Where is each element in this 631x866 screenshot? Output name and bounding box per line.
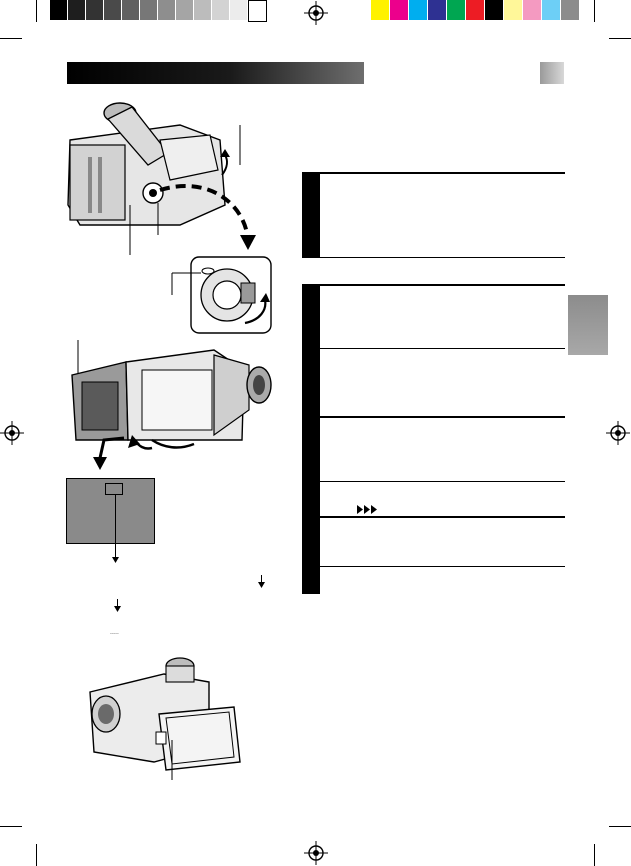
camcorder-lcd-open-illustration xyxy=(71,340,272,470)
color-swatch xyxy=(409,0,427,20)
rule-divider-1 xyxy=(320,348,565,349)
color-swatch xyxy=(523,0,541,20)
color-swatch xyxy=(194,0,211,20)
pointer-line-2 xyxy=(117,599,118,607)
crop-mark-top-left-h xyxy=(0,38,22,39)
color-swatch xyxy=(428,0,446,20)
crop-mark-bottom-right-v xyxy=(594,844,595,866)
crop-mark-top-left-v xyxy=(36,0,37,22)
step-block-1 xyxy=(302,172,320,258)
crop-mark-bottom-right-h xyxy=(609,826,631,827)
color-swatch xyxy=(176,0,193,20)
color-swatch xyxy=(68,0,85,20)
section-header-bar xyxy=(67,62,364,84)
registration-mark-icon xyxy=(606,421,630,445)
chapter-side-tab xyxy=(568,295,608,355)
color-swatch xyxy=(86,0,103,20)
lcd-caption-tiny: ~~~~~ xyxy=(110,631,119,635)
crop-mark-bottom-left-h xyxy=(0,826,22,827)
crop-mark-top-right-h xyxy=(609,38,631,39)
pointer-line-3 xyxy=(261,575,262,583)
triple-forward-arrow-icon xyxy=(357,505,377,514)
rule-divider-5 xyxy=(320,566,565,567)
header-corner-box xyxy=(540,62,564,84)
color-calibration-strip xyxy=(371,0,581,20)
color-swatch xyxy=(50,0,67,20)
color-swatch xyxy=(466,0,484,20)
color-swatch xyxy=(390,0,408,20)
color-swatch xyxy=(561,0,579,20)
rule-step2-top xyxy=(320,284,565,286)
registration-mark-icon xyxy=(0,421,24,445)
crop-mark-bottom-left-v xyxy=(36,844,37,866)
grayscale-calibration-strip xyxy=(50,0,267,22)
step-block-2 xyxy=(302,284,320,594)
color-swatch xyxy=(122,0,139,20)
camcorder-front-illustration xyxy=(89,657,241,780)
lcd-screen-display xyxy=(66,478,155,544)
registration-mark-icon xyxy=(304,841,328,865)
color-swatch xyxy=(230,0,247,20)
camcorder-viewfinder-illustration xyxy=(67,102,272,334)
lcd-pointer-line xyxy=(115,494,116,560)
registration-mark-icon xyxy=(304,1,328,25)
small-down-arrow-icon xyxy=(258,582,265,588)
color-swatch xyxy=(371,0,389,20)
color-swatch xyxy=(248,0,267,22)
color-swatch xyxy=(104,0,121,20)
lcd-indicator-box xyxy=(105,483,123,495)
color-swatch xyxy=(542,0,560,20)
color-swatch xyxy=(485,0,503,20)
rule-divider-2 xyxy=(320,416,565,418)
rule-step1-top xyxy=(320,172,565,174)
color-swatch xyxy=(212,0,229,20)
color-swatch xyxy=(447,0,465,20)
color-swatch xyxy=(140,0,157,20)
rule-divider-4 xyxy=(320,516,565,518)
rule-step1-bottom xyxy=(302,257,565,258)
crop-mark-top-right-v xyxy=(594,0,595,22)
color-swatch xyxy=(158,0,175,20)
small-down-arrow-icon xyxy=(114,606,121,612)
small-down-arrow-icon xyxy=(112,557,119,563)
color-swatch xyxy=(504,0,522,20)
rule-divider-3 xyxy=(320,481,565,482)
